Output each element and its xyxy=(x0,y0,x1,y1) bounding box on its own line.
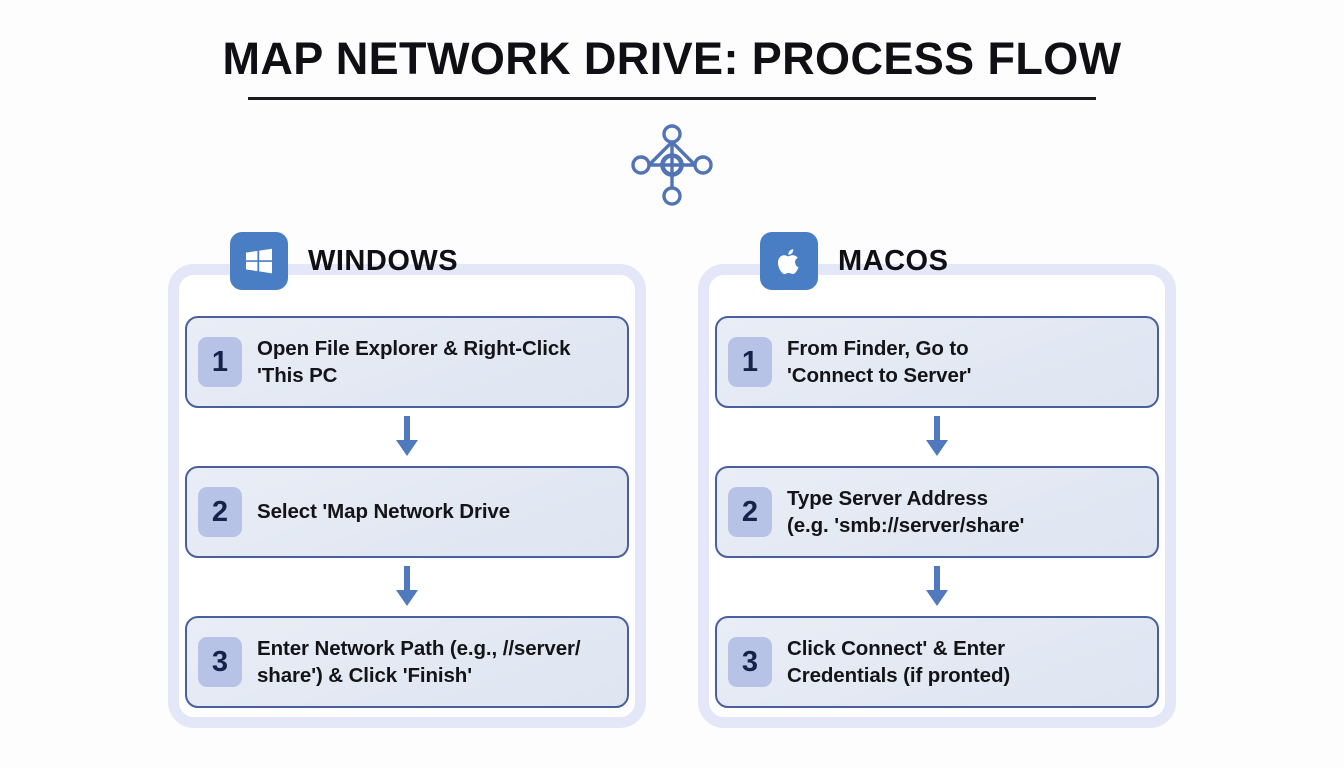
arrow-down-icon xyxy=(923,408,951,466)
step-text: Type Server Address (e.g. 'smb://server/… xyxy=(787,486,1025,537)
page-title: MAP NETWORK DRIVE: PROCESS FLOW xyxy=(222,33,1122,84)
step-number-badge: 3 xyxy=(728,637,772,687)
os-label-macos: MACOS xyxy=(838,244,949,277)
step-card[interactable]: 3 Click Connect' & Enter Credentials (if… xyxy=(715,616,1159,708)
os-label-windows: WINDOWS xyxy=(308,244,459,277)
step-number-badge: 1 xyxy=(728,337,772,387)
step-text: Select 'Map Network Drive xyxy=(257,500,511,524)
step-number-badge: 1 xyxy=(198,337,242,387)
column-windows: WINDOWS 1 Open File Explorer & Right-Cli… xyxy=(168,232,646,732)
steps-windows: 1 Open File Explorer & Right-Click 'This… xyxy=(168,316,646,708)
step-card[interactable]: 2 Type Server Address (e.g. 'smb://serve… xyxy=(715,466,1159,558)
step-text: Open File Explorer & Right-Click 'This P… xyxy=(257,336,571,387)
step-number-badge: 2 xyxy=(728,487,772,537)
column-header-macos: MACOS xyxy=(760,232,948,290)
step-text: From Finder, Go to 'Connect to Server' xyxy=(787,336,972,387)
step-card[interactable]: 1 From Finder, Go to 'Connect to Server' xyxy=(715,316,1159,408)
apple-logo-icon xyxy=(760,232,818,290)
arrow-down-icon xyxy=(923,558,951,616)
arrow-down-icon xyxy=(393,408,421,466)
step-number-badge: 2 xyxy=(198,487,242,537)
network-hub-icon xyxy=(625,118,719,212)
step-card[interactable]: 1 Open File Explorer & Right-Click 'This… xyxy=(185,316,629,408)
step-text: Click Connect' & Enter Credentials (if p… xyxy=(787,636,1011,687)
os-columns: WINDOWS 1 Open File Explorer & Right-Cli… xyxy=(0,232,1344,732)
windows-logo-icon xyxy=(230,232,288,290)
step-number-badge: 3 xyxy=(198,637,242,687)
page-header: MAP NETWORK DRIVE: PROCESS FLOW xyxy=(0,33,1344,101)
column-macos: MACOS 1 From Finder, Go to 'Connect to S… xyxy=(698,232,1176,732)
steps-macos: 1 From Finder, Go to 'Connect to Server'… xyxy=(698,316,1176,708)
arrow-down-icon xyxy=(393,558,421,616)
title-divider xyxy=(248,97,1096,101)
step-card[interactable]: 3 Enter Network Path (e.g., //server/ sh… xyxy=(185,616,629,708)
column-header-windows: WINDOWS xyxy=(230,232,458,290)
step-card[interactable]: 2 Select 'Map Network Drive xyxy=(185,466,629,558)
step-text: Enter Network Path (e.g., //server/ shar… xyxy=(257,636,581,687)
